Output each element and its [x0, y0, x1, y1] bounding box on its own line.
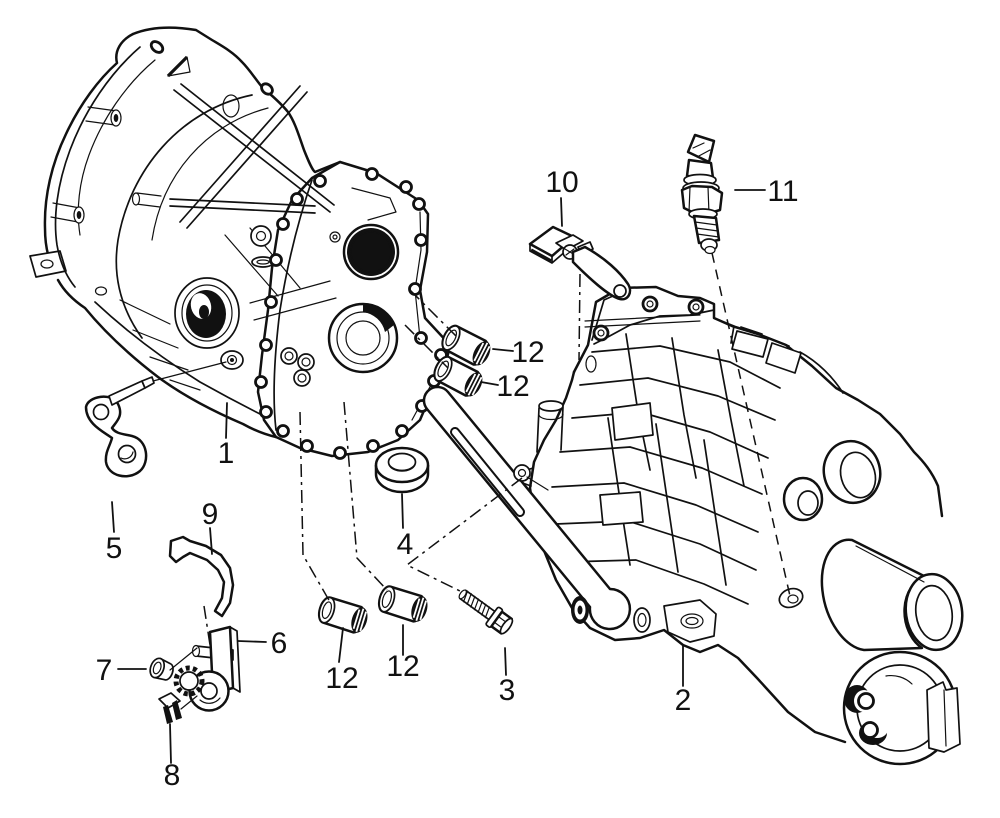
bolt-hole-boss	[513, 464, 531, 482]
case-lug	[663, 599, 717, 643]
callout-1: 1	[218, 437, 235, 470]
callout-leaders	[111, 189, 766, 764]
callout-5: 5	[106, 532, 123, 565]
assembly-lines	[203, 252, 791, 646]
dowel-pin	[131, 192, 162, 208]
bolt	[458, 589, 514, 635]
case-tab	[926, 681, 961, 753]
callout-12b: 12	[496, 370, 529, 403]
switch-boss	[778, 587, 804, 609]
mount-tab	[29, 250, 67, 278]
callout-4: 4	[397, 528, 414, 561]
callout-9: 9	[202, 498, 219, 531]
breather-tube	[536, 400, 564, 453]
release-arm	[422, 385, 632, 631]
flange-bolt-holes	[254, 167, 448, 460]
callout-2: 2	[675, 684, 692, 717]
callout-7: 7	[96, 654, 113, 687]
lever-link	[84, 361, 227, 478]
bushing	[149, 657, 174, 681]
shaft-seal	[174, 277, 240, 349]
orientation-arrow-icon	[166, 55, 191, 78]
callout-8: 8	[164, 759, 181, 792]
callout-12a: 12	[511, 336, 544, 369]
callout-labels: 1 2 3 4 5 6 7 8 9 10 11 12 12 12 12	[96, 166, 799, 792]
callout-6: 6	[271, 627, 288, 660]
needle-bearing-4	[374, 583, 432, 626]
callout-12d: 12	[386, 650, 419, 683]
callout-3: 3	[499, 674, 516, 707]
callout-12c: 12	[325, 662, 358, 695]
seal-ring	[374, 446, 430, 494]
switch-sensor	[680, 133, 724, 255]
main-shaft-bore	[327, 302, 399, 374]
clutch-housing	[29, 26, 452, 460]
transmission-case	[422, 285, 964, 766]
spring-clip	[158, 692, 198, 724]
selector-bracket	[173, 625, 241, 712]
input-shaft-bore	[342, 223, 400, 281]
detent-lever	[168, 535, 235, 618]
output-cylinder	[820, 538, 964, 652]
callout-10: 10	[545, 166, 578, 199]
retaining-bracket	[528, 225, 632, 301]
callout-11: 11	[767, 175, 798, 208]
